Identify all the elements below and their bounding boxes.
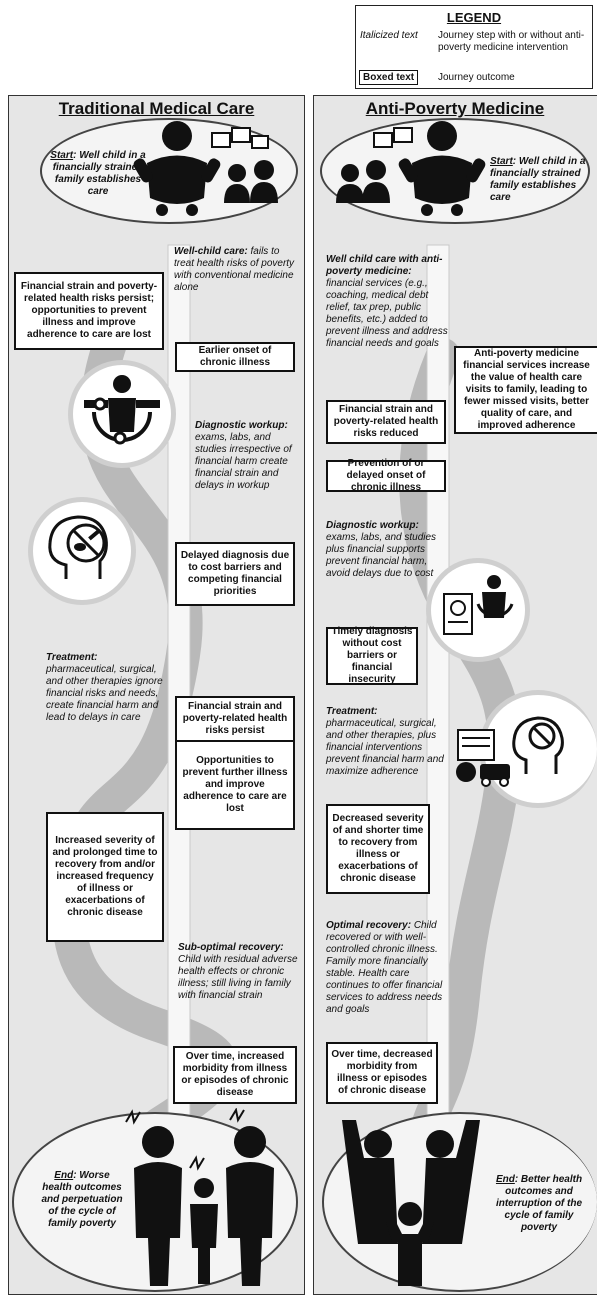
stressed-family-icon — [125, 1108, 274, 1286]
legend-italic-desc: Journey step with or without anti-povert… — [438, 30, 585, 53]
left-box-earlier-onset: Earlier onset of chronic illness — [175, 342, 295, 372]
left-step-treatment: Treatment: pharmaceutical, surgical, and… — [46, 652, 163, 723]
right-step-treatment: Treatment: pharmaceutical, surgical, and… — [326, 706, 444, 777]
right-end-text: End: Better health outcomes and interrup… — [495, 1174, 583, 1233]
anti-poverty-title: Anti-Poverty Medicine — [365, 99, 545, 118]
financial-doctor-icon — [443, 575, 514, 635]
legend-boxed-desc: Journey outcome — [438, 72, 515, 83]
left-step-suboptimal-recovery: Sub-optimal recovery: Child with residua… — [178, 942, 298, 1001]
right-box-timely-diagnosis: Timely diagnosis without cost barriers o… — [326, 626, 418, 685]
left-box-strain-persists: Financial strain and poverty-related hea… — [175, 696, 295, 742]
left-treatment-circle — [28, 497, 136, 605]
right-diagnostic-circle — [426, 558, 530, 662]
legend-italic-key: Italicized text — [360, 30, 418, 41]
traditional-care-title: Traditional Medical Care — [58, 99, 255, 118]
left-side-outcome-box: Financial strain and poverty-related hea… — [14, 272, 164, 350]
right-step-optimal-recovery: Optimal recovery: Child recovered or wit… — [326, 920, 443, 1015]
right-box-prevention: Prevention of or delayed onset of chroni… — [326, 458, 446, 493]
left-box-increased-morbidity: Over time, increased morbidity from illn… — [173, 1046, 297, 1104]
family-child-icon — [336, 121, 486, 216]
legend-boxed-key: Boxed text — [359, 70, 419, 85]
medication-finance-icon — [456, 716, 564, 787]
left-step-diagnostic: Diagnostic workup: exams, labs, and stud… — [195, 420, 292, 491]
left-box-opportunities-lost: Opportunities to prevent further illness… — [175, 742, 295, 830]
right-box-strain-reduced: Financial strain and poverty-related hea… — [326, 400, 446, 444]
right-step-well-child: Well child care with anti-poverty medici… — [326, 254, 448, 349]
legend: LEGEND Italicized text Journey step with… — [355, 5, 593, 89]
happy-family-icon — [342, 1120, 480, 1286]
left-step-well-child: Well-child care: fails to treat health r… — [174, 246, 295, 293]
right-start-text: Start: Well child in a financially strai… — [490, 156, 586, 203]
medication-head-icon — [48, 515, 108, 579]
right-box-decreased-morbidity: Over time, decreased morbidity from illn… — [326, 1042, 438, 1104]
right-side-outcome-box: Anti-poverty medicine financial services… — [454, 346, 597, 434]
left-box-increased-severity: Increased severity of and prolonged time… — [46, 812, 164, 942]
right-step-diagnostic: Diagnostic workup: exams, labs, and stud… — [326, 520, 437, 579]
left-box-delayed-diagnosis: Delayed diagnosis due to cost barriers a… — [175, 542, 295, 606]
legend-title: LEGEND — [446, 10, 502, 25]
left-end-text: End: Worse health outcomes and perpetuat… — [41, 1170, 123, 1229]
right-box-decreased-severity: Decreased severity of and shorter time t… — [326, 804, 430, 894]
doctor-stethoscope-icon — [84, 375, 160, 445]
child-family-icon — [133, 121, 278, 216]
left-start-text: Start: Well child in a financially strai… — [50, 150, 146, 197]
